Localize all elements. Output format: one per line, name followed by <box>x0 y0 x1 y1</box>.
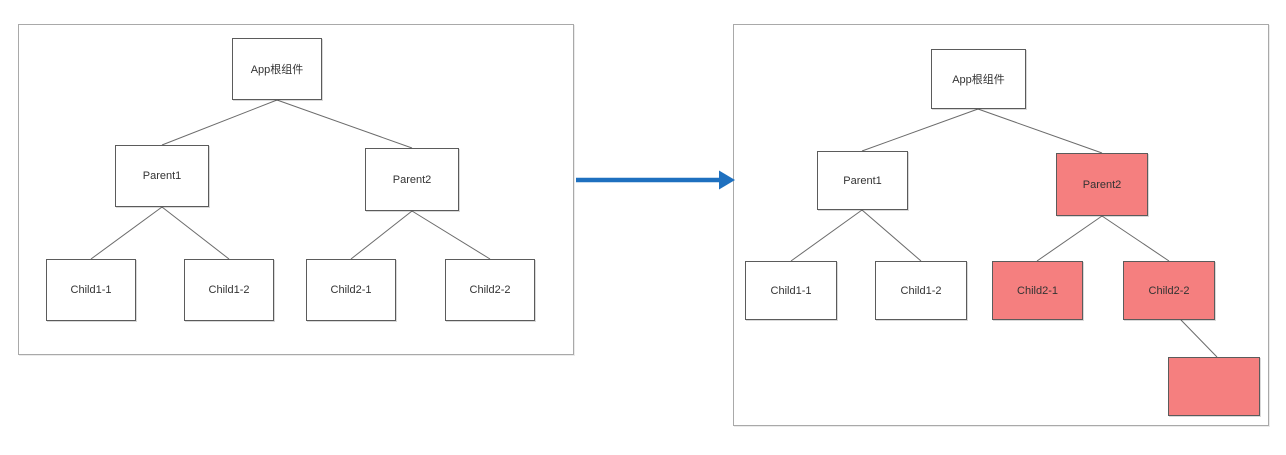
before-node-child2-1: Child2-1 <box>306 259 396 321</box>
after-node-parent1: Parent1 <box>817 151 908 210</box>
after-node-child1-1: Child1-1 <box>745 261 837 320</box>
after-tree-connectors <box>790 108 1218 358</box>
edge-parent1-child1-1 <box>790 209 863 262</box>
edge-parent2-child2-2 <box>411 210 491 260</box>
after-node-parent2-highlighted: Parent2 <box>1056 153 1148 216</box>
before-node-app-root: App根组件 <box>232 38 322 100</box>
after-node-child1-2: Child1-2 <box>875 261 967 320</box>
after-node-new-empty-highlighted <box>1168 357 1260 416</box>
before-node-child1-1: Child1-1 <box>46 259 136 321</box>
transition-arrow-icon <box>576 170 735 190</box>
edge-root-parent1 <box>861 108 979 152</box>
before-node-child1-2: Child1-2 <box>184 259 274 321</box>
before-node-parent2: Parent2 <box>365 148 459 211</box>
transition-arrow-head <box>719 170 735 190</box>
after-node-app-root: App根组件 <box>931 49 1026 109</box>
before-tree-connectors <box>90 99 491 260</box>
after-node-child2-2-highlighted: Child2-2 <box>1123 261 1215 320</box>
edge-child2-2-new-node <box>1180 319 1218 358</box>
edge-parent2-child2-2 <box>1101 215 1170 262</box>
edge-parent1-child1-2 <box>861 209 922 262</box>
after-node-child2-1-highlighted: Child2-1 <box>992 261 1083 320</box>
edge-root-parent2 <box>977 108 1103 154</box>
edge-parent1-child1-1 <box>90 206 163 260</box>
edge-parent2-child2-1 <box>1036 215 1103 262</box>
edge-root-parent1 <box>161 99 278 146</box>
edge-parent1-child1-2 <box>161 206 230 260</box>
before-node-parent1: Parent1 <box>115 145 209 207</box>
edge-parent2-child2-1 <box>350 210 413 260</box>
before-node-child2-2: Child2-2 <box>445 259 535 321</box>
edge-root-parent2 <box>276 99 413 149</box>
